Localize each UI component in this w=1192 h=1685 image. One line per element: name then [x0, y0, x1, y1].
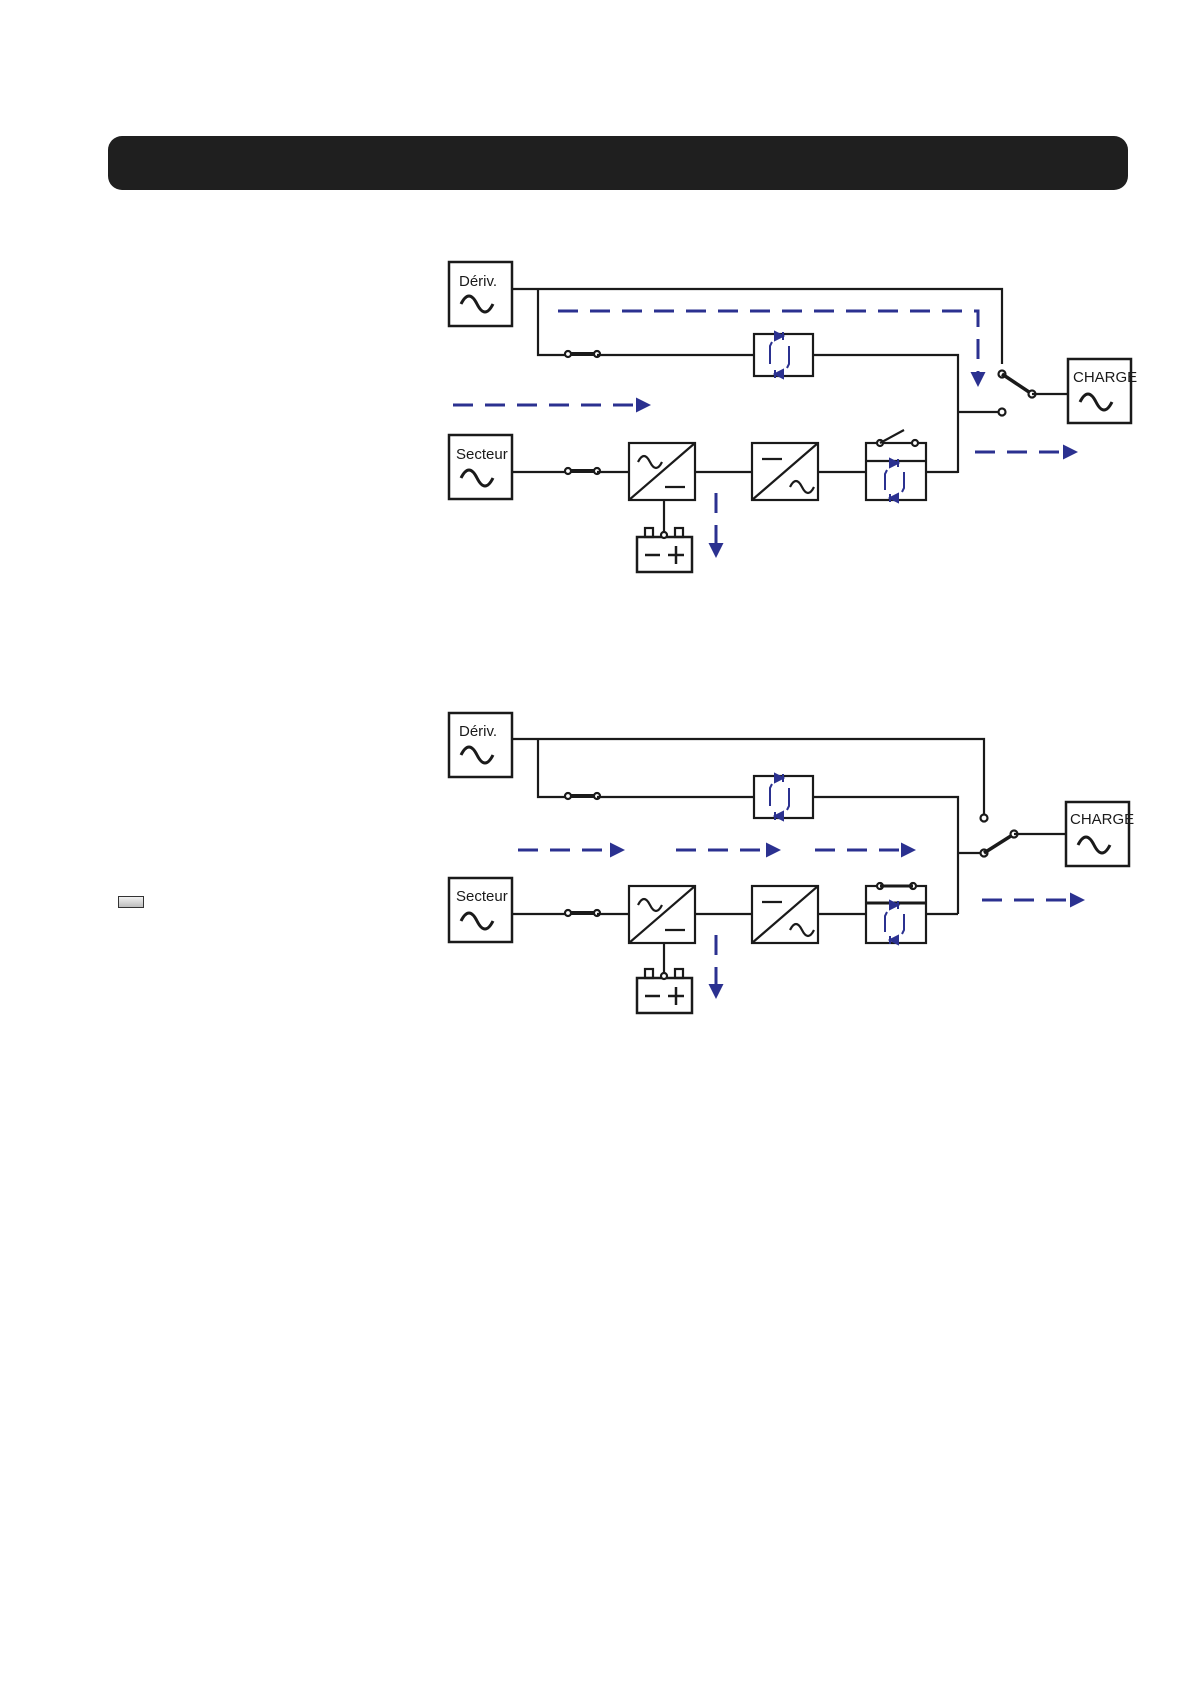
- ac-wave-icon: [461, 470, 493, 486]
- mains-source-box: [449, 435, 512, 499]
- bypass-source-box: [449, 262, 512, 326]
- bypass-static-switch: [754, 774, 813, 820]
- transfer-switch: [981, 831, 1067, 857]
- inverter-block: [752, 886, 818, 943]
- battery: [637, 943, 692, 1013]
- ac-wave-icon: [461, 913, 493, 929]
- battery: [637, 500, 692, 572]
- bypass-label: Dériv.: [459, 723, 497, 740]
- mains-label: Secteur: [456, 888, 508, 905]
- bypass-static-switch: [754, 332, 813, 378]
- ac-wave-icon: [1080, 394, 1112, 410]
- inverter-block: [752, 443, 818, 500]
- ac-wave-icon: [1078, 837, 1110, 853]
- rectifier-block: [629, 443, 695, 500]
- output-static-switch: [866, 883, 926, 944]
- bypass-label: Dériv.: [459, 273, 497, 290]
- transfer-switch: [999, 371, 1069, 398]
- load-label: CHARGE: [1070, 811, 1134, 828]
- load-label: CHARGE: [1073, 369, 1137, 386]
- diagram-normal-mode: [449, 713, 1129, 1013]
- mains-label: Secteur: [456, 446, 508, 463]
- flow-arrows-normal-mode: [518, 850, 1082, 996]
- flow-arrow-icon: [558, 311, 978, 384]
- output-static-switch: [866, 430, 926, 502]
- rectifier-block: [629, 886, 695, 943]
- flow-arrows-bypass-mode: [453, 311, 1075, 555]
- ac-wave-icon: [461, 296, 493, 312]
- ac-wave-icon: [461, 747, 493, 763]
- diagram-bypass-mode: [449, 262, 1131, 572]
